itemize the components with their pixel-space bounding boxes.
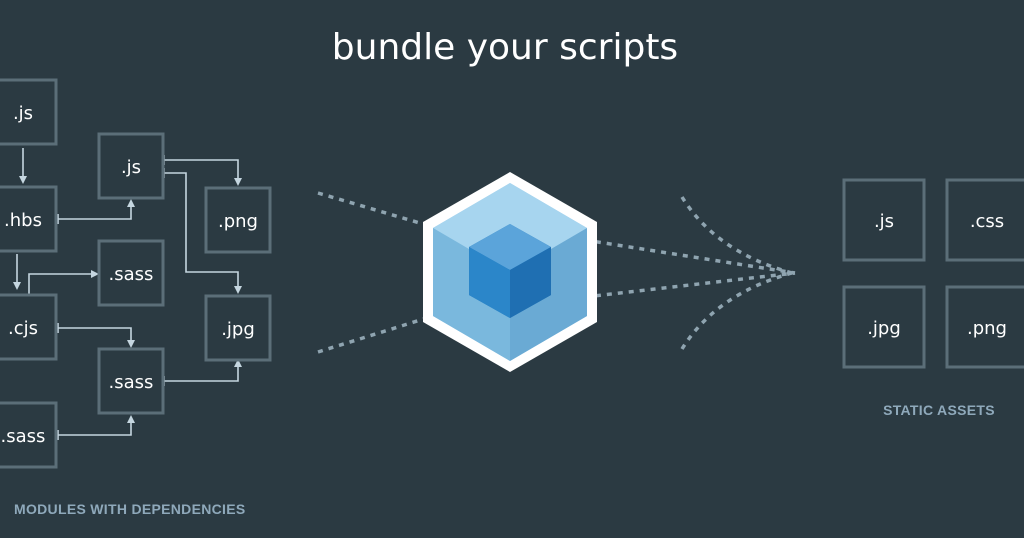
modules-group: .js .hbs .cjs .sass .js .sass .sass .pn: [0, 78, 272, 469]
module-box-jpg: .jpg: [204, 294, 272, 362]
flow-lines: [317, 191, 796, 354]
modules-caption: MODULES WITH DEPENDENCIES: [14, 501, 246, 517]
module-box-cjs: .cjs: [0, 293, 58, 361]
flow-arc-top: [680, 196, 793, 275]
module-label: .png: [218, 211, 258, 232]
connector-hbs-js: [58, 206, 132, 220]
page-title: bundle your scripts: [332, 27, 678, 68]
module-label: .sass: [109, 372, 154, 393]
asset-label: .css: [970, 211, 1004, 232]
asset-label: .js: [874, 211, 894, 232]
connector-cjs-sass-lower: [58, 327, 132, 342]
arrowhead: [234, 359, 242, 367]
asset-box-js: .js: [842, 178, 926, 262]
flow-line-out-bottom: [584, 271, 796, 299]
module-label: .js: [13, 103, 33, 124]
module-box-png: .png: [204, 186, 272, 254]
module-label: .cjs: [8, 318, 38, 339]
flow-line-in-bottom: [317, 315, 431, 354]
module-label: .sass: [1, 426, 46, 447]
module-label: .sass: [109, 264, 154, 285]
asset-label: .png: [967, 318, 1007, 339]
module-box-sass-upper: .sass: [97, 239, 165, 307]
arrowhead: [19, 176, 27, 184]
flow-line-in-top: [317, 191, 431, 228]
asset-box-jpg: .jpg: [842, 285, 926, 369]
arrowhead: [91, 270, 99, 278]
connector-js-jpg: [164, 172, 239, 288]
arrowhead: [234, 286, 242, 294]
module-box-hbs: .hbs: [0, 185, 58, 253]
module-box-js: .js: [0, 78, 58, 146]
module-label: .hbs: [4, 210, 42, 231]
arrowhead: [127, 415, 135, 423]
connector-sass-sass: [58, 422, 132, 436]
assets-group: .js .css .jpg .png: [842, 178, 1024, 369]
webpack-cube-icon: [423, 172, 597, 372]
assets-caption: STATIC ASSETS: [883, 402, 995, 418]
connector-cjs-sass: [28, 273, 93, 294]
dependency-connectors: [13, 148, 242, 440]
flow-line-out-top: [584, 238, 796, 275]
asset-box-css: .css: [945, 178, 1024, 262]
module-label: .jpg: [221, 319, 255, 340]
module-box-sass-bottom: .sass: [0, 401, 58, 469]
asset-box-png: .png: [945, 285, 1024, 369]
connector-sass-jpg: [164, 366, 239, 382]
arrowhead: [127, 199, 135, 207]
arrowhead: [234, 178, 242, 186]
arrowhead: [13, 282, 21, 290]
arrowhead: [127, 340, 135, 348]
asset-label: .jpg: [867, 318, 901, 339]
module-box-sass-lower: .sass: [97, 347, 165, 415]
connector-js-png: [164, 159, 239, 180]
flow-arc-bottom: [680, 271, 793, 350]
module-label: .js: [121, 157, 141, 178]
module-box-js-mid: .js: [97, 132, 165, 200]
